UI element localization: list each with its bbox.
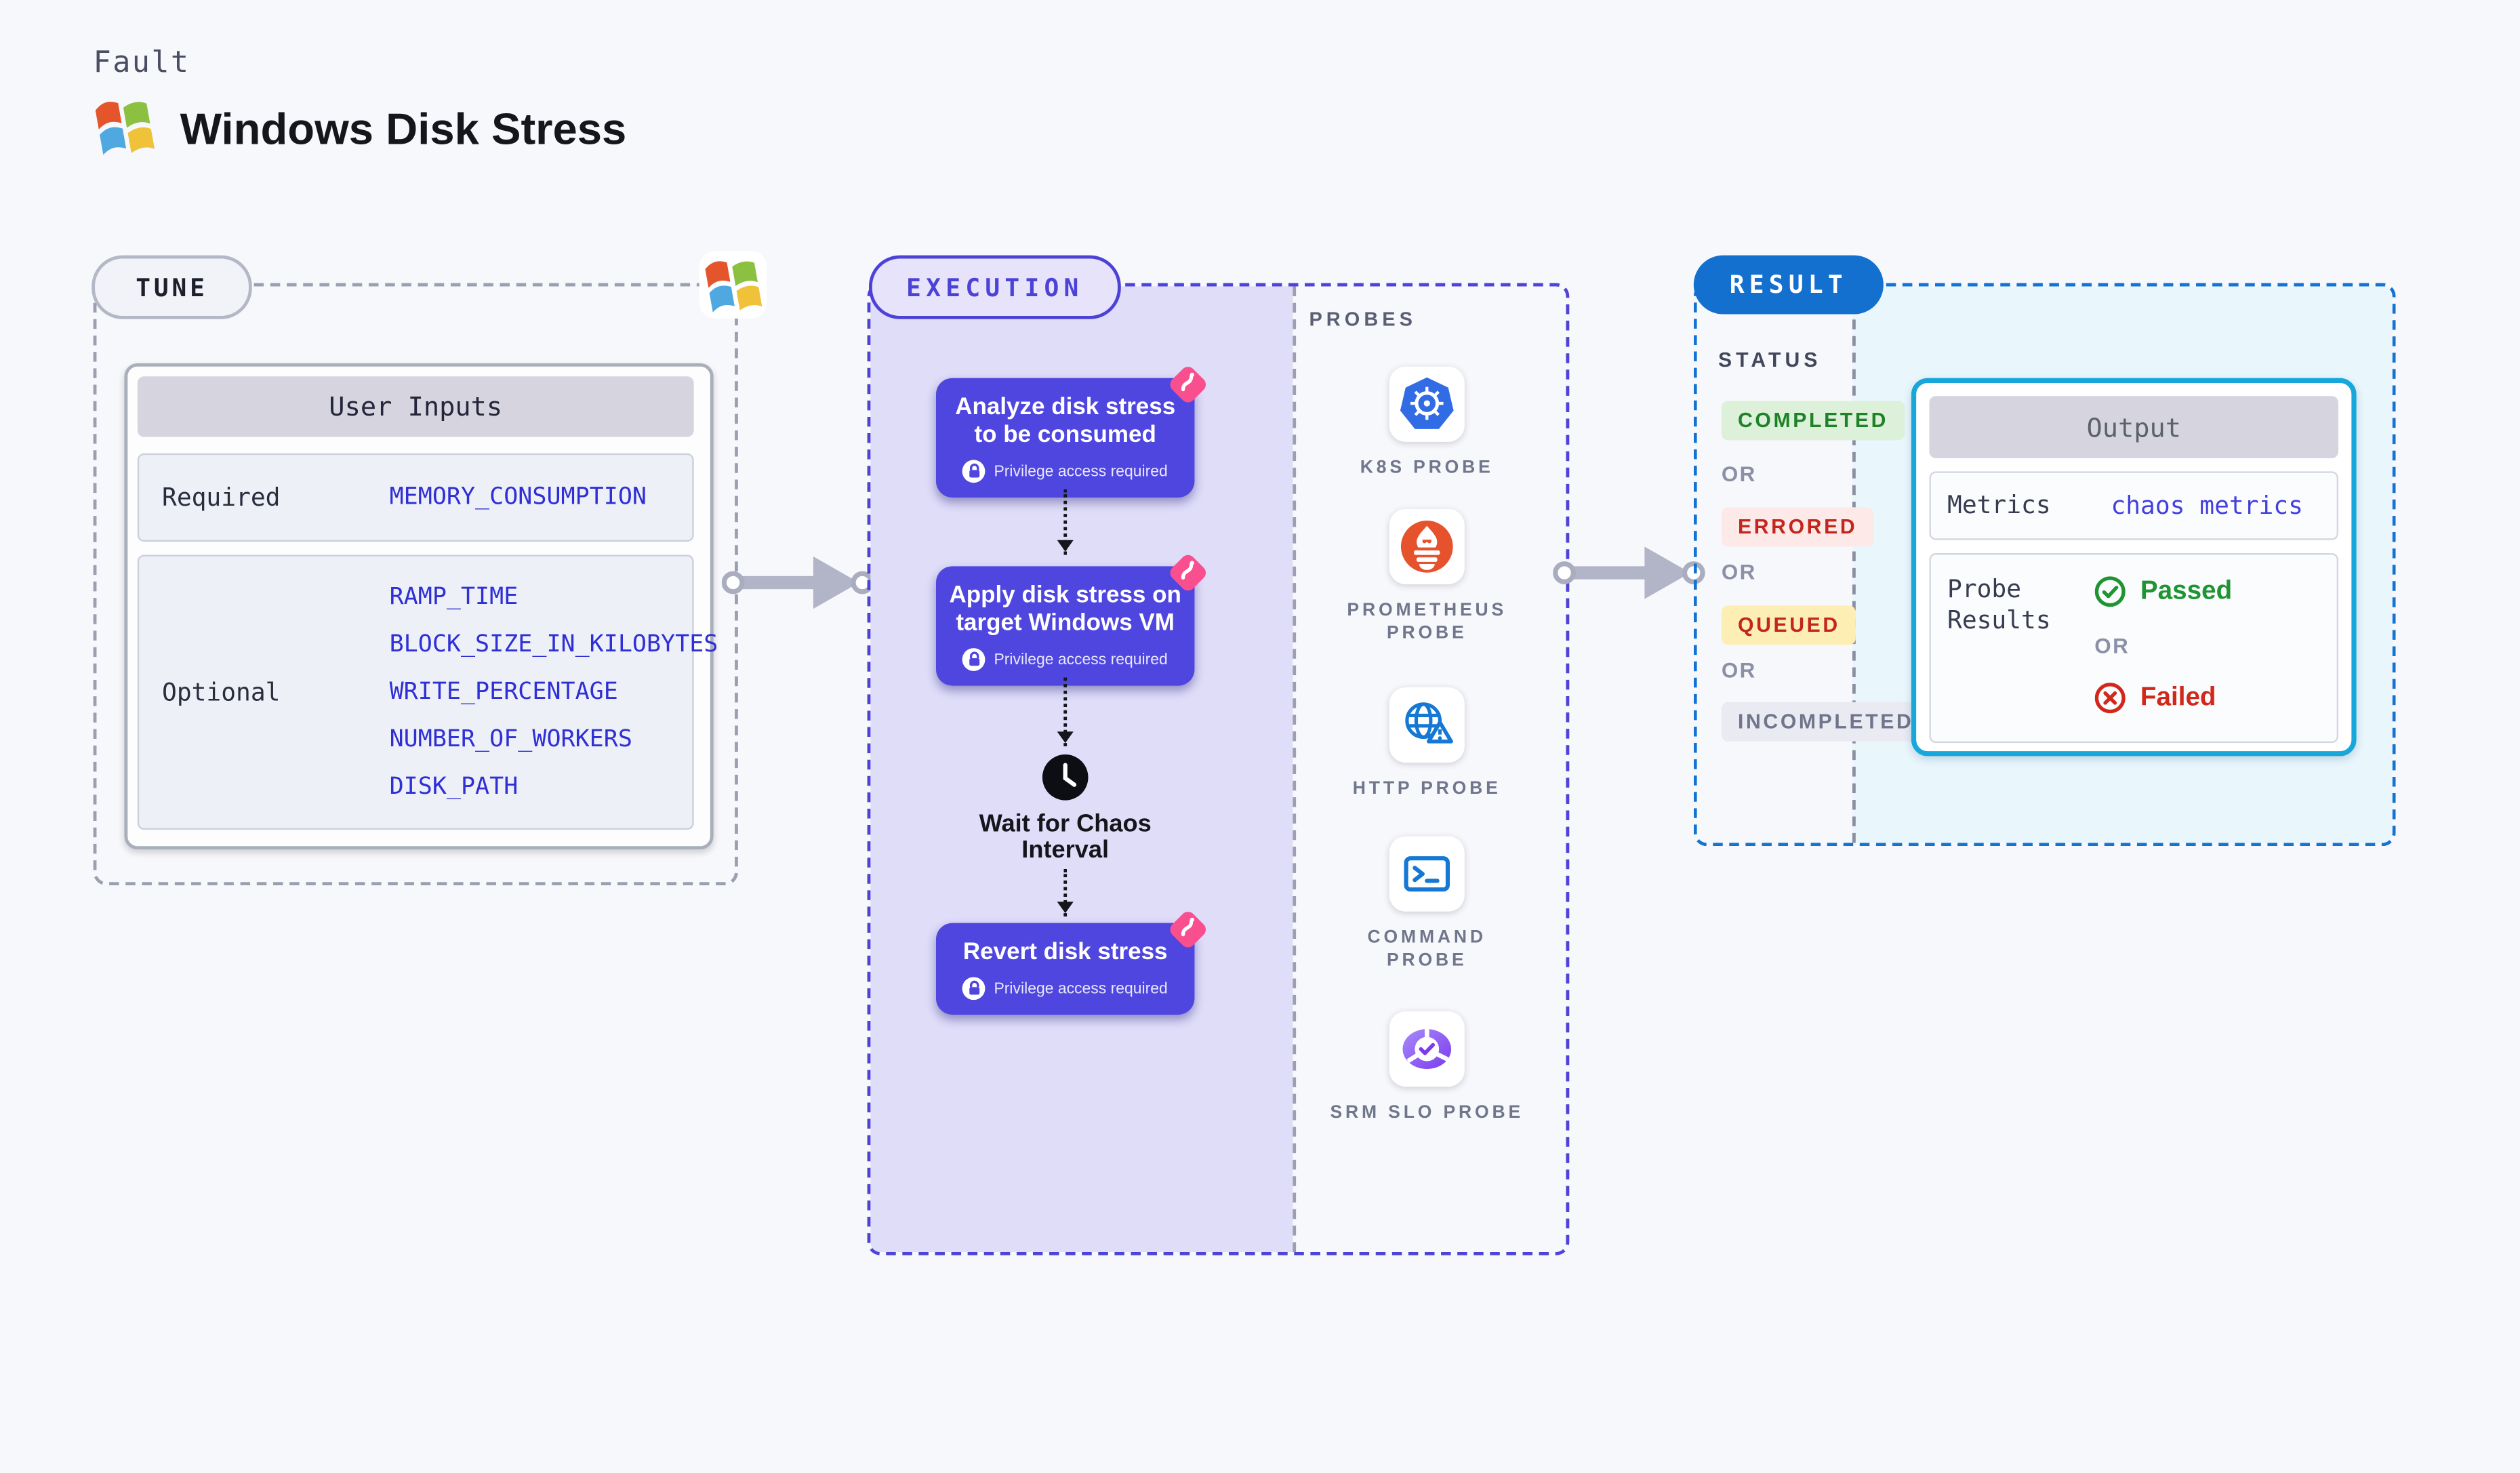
required-label: Required: [162, 483, 281, 512]
step-revert-card: Revert disk stress Privilege access requ…: [935, 912, 1206, 1015]
step-title: Revert disk stress: [962, 939, 1168, 966]
probe-results-label: Probe Results: [1947, 574, 2051, 635]
status-badge-incompleted: INCOMPLETED: [1721, 702, 1930, 742]
probe-label: K8S PROBE: [1360, 458, 1494, 478]
optional-label: Optional: [162, 677, 281, 707]
connector-dotted-arrow: [1057, 677, 1074, 746]
wait-interval-label: Wait for Chaos Interval: [979, 810, 1152, 864]
output-card: Output Metrics chaos metrics Probe Resul…: [1911, 378, 2357, 756]
result-divider: [1852, 286, 1856, 843]
page-title: Windows Disk Stress: [180, 104, 627, 154]
execution-to-result-arrow: [1553, 544, 1707, 603]
tune-badge: TUNE: [92, 255, 252, 319]
chaos-pin-icon: [1166, 908, 1209, 959]
lock-icon: [962, 977, 986, 1001]
metrics-label: Metrics: [1947, 490, 2051, 520]
probe-http: HTTP PROBE: [1326, 687, 1528, 801]
probe-label: COMMAND PROBE: [1367, 927, 1486, 971]
or-label: OR: [1721, 461, 1757, 487]
required-inputs-row: Required MEMORY_CONSUMPTION: [137, 453, 694, 542]
clock-icon: [1040, 753, 1089, 811]
slo-donut-icon: [1389, 1011, 1465, 1087]
probe-results-row: Probe Results Passed OR Failed: [1929, 553, 2339, 744]
step-apply-card: Apply disk stress on target Windows VM P…: [935, 554, 1206, 686]
chaos-pin-icon: [1166, 363, 1209, 414]
user-inputs-title: User Inputs: [137, 376, 694, 437]
metrics-value: chaos metrics: [2111, 491, 2303, 521]
x-circle-icon: [2094, 683, 2126, 714]
windows-logo-small-icon: [697, 249, 769, 329]
step-title: Apply disk stress on target Windows VM: [949, 582, 1181, 637]
optional-inputs-row: Optional RAMP_TIME BLOCK_SIZE_IN_KILOBYT…: [137, 554, 718, 830]
probe-label: HTTP PROBE: [1352, 779, 1501, 799]
input-number-of-workers: NUMBER_OF_WORKERS: [389, 726, 632, 753]
execution-badge: EXECUTION: [868, 255, 1121, 319]
status-heading: STATUS: [1718, 348, 1822, 372]
privilege-note: Privilege access required: [994, 462, 1168, 481]
lock-icon: [962, 460, 986, 483]
lock-icon: [962, 648, 986, 671]
failed-label: Failed: [2140, 683, 2216, 712]
step-title: Analyze disk stress to be consumed: [955, 394, 1176, 449]
input-ramp-time: RAMP_TIME: [389, 584, 519, 611]
output-title: Output: [1929, 396, 2339, 459]
step-analyze-card: Analyze disk stress to be consumed Privi…: [935, 367, 1206, 498]
input-write-percentage: WRITE_PERCENTAGE: [389, 679, 618, 706]
privilege-note: Privilege access required: [994, 650, 1168, 669]
status-badge-queued: QUEUED: [1721, 605, 1856, 645]
connector-dotted-arrow: [1057, 868, 1074, 917]
probe-label: PROMETHEUS PROBE: [1347, 601, 1507, 643]
input-disk-path: DISK_PATH: [389, 773, 519, 801]
status-badge-errored: ERRORED: [1721, 507, 1874, 547]
or-label: OR: [2094, 633, 2130, 658]
input-block-size: BLOCK_SIZE_IN_KILOBYTES: [389, 631, 718, 658]
probe-k8s: K8S PROBE: [1326, 366, 1528, 480]
probe-prometheus: PROMETHEUS PROBE: [1326, 508, 1528, 645]
fault-kicker: Fault: [93, 45, 190, 81]
check-circle-icon: [2094, 576, 2126, 607]
tune-to-execution-arrow: [721, 553, 876, 612]
result-badge: RESULT: [1693, 255, 1884, 315]
privilege-note: Privilege access required: [994, 979, 1168, 998]
windows-logo-icon: [90, 92, 159, 168]
passed-label: Passed: [2140, 577, 2233, 605]
probe-srm-slo: SRM SLO PROBE: [1326, 1011, 1528, 1125]
input-memory-consumption: MEMORY_CONSUMPTION: [389, 484, 647, 511]
passed-line: Passed: [2094, 576, 2232, 607]
prometheus-icon: [1389, 508, 1465, 584]
title-row: Windows Disk Stress: [90, 92, 627, 168]
or-label: OR: [1721, 658, 1757, 683]
or-label: OR: [1721, 559, 1757, 584]
failed-line: Failed: [2094, 683, 2216, 714]
chaos-pin-icon: [1166, 552, 1209, 603]
status-badge-completed: COMPLETED: [1721, 401, 1905, 441]
connector-dotted-arrow: [1057, 489, 1074, 555]
probe-command: COMMAND PROBE: [1326, 836, 1528, 972]
probes-divider: [1293, 286, 1297, 1252]
metrics-row: Metrics chaos metrics: [1929, 471, 2339, 540]
terminal-icon: [1389, 836, 1465, 912]
http-globe-icon: [1389, 687, 1465, 763]
probe-label: SRM SLO PROBE: [1330, 1103, 1524, 1123]
kubernetes-icon: [1389, 366, 1465, 442]
probes-heading: PROBES: [1309, 307, 1417, 331]
